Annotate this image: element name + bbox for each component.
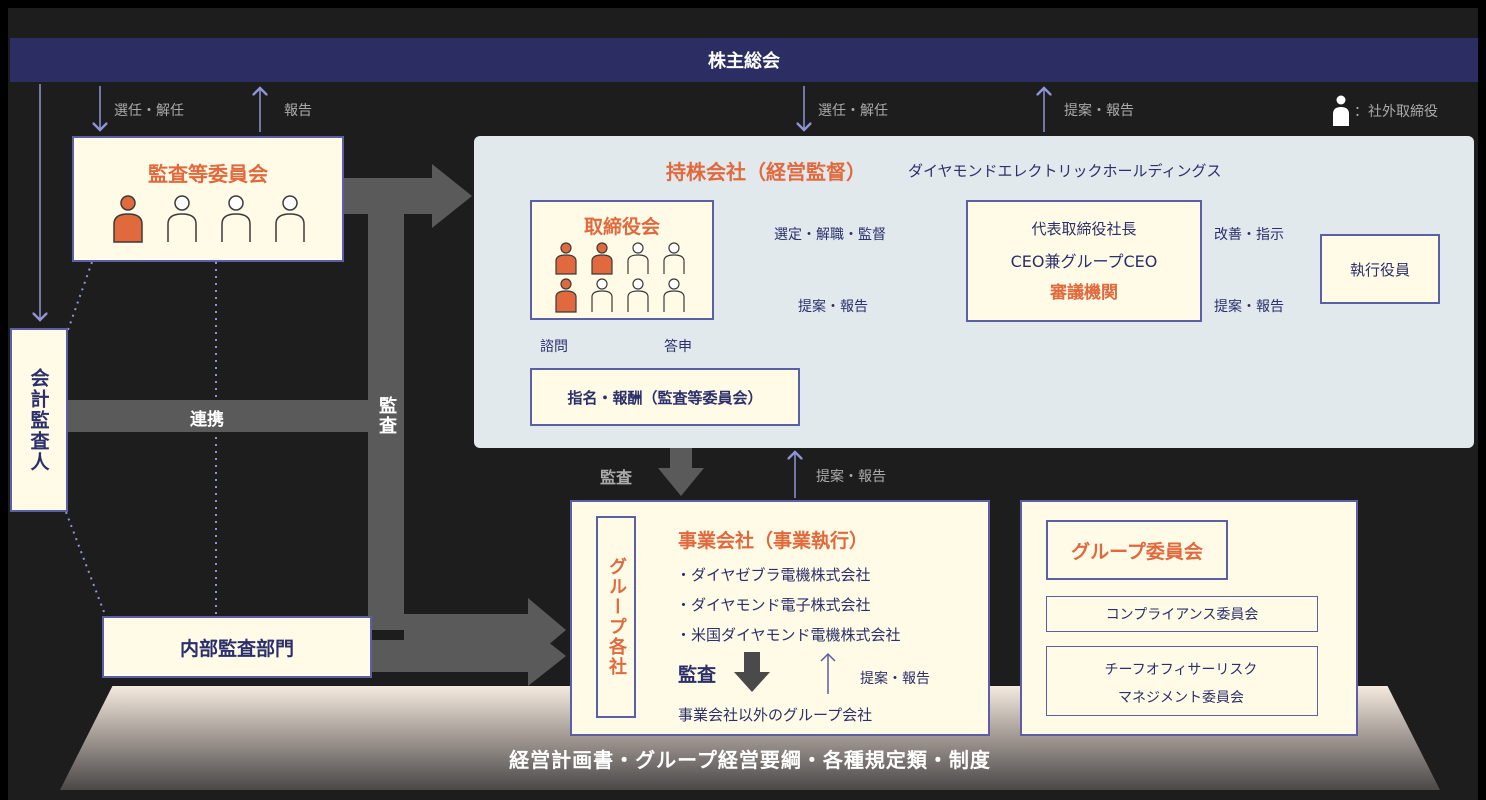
board-to-ceo-label: 選定・解職・監督 xyxy=(774,227,886,243)
proposal-report-top-label: 提案・報告 xyxy=(1064,103,1134,119)
group-company-item: ・米国ダイヤモンド電機株式会社 xyxy=(676,626,901,644)
group-proposal-arrow xyxy=(820,652,836,694)
person-icon xyxy=(627,242,649,274)
shareholders-meeting-bar: 株主総会 xyxy=(10,38,1478,82)
person-icon xyxy=(221,195,251,242)
big-arrow-internal-to-group xyxy=(372,626,566,686)
ceo-line3: 審議機関 xyxy=(1050,283,1118,303)
elect-dismiss-right-label: 選任・解任 xyxy=(818,103,888,119)
group-committee-box: グループ委員会 コンプライアンス委員会 チーフオフィサーリスク マネジメント委員… xyxy=(1020,500,1358,736)
inquiry-label: 諮問 xyxy=(540,339,568,355)
group-audit-arrow xyxy=(734,652,770,692)
ceo-to-board-label: 提案・報告 xyxy=(798,299,868,315)
person-icon-outside xyxy=(113,195,143,243)
holding-company-name: ダイヤモンドエレクトリックホールディングス xyxy=(908,162,1222,180)
person-icon xyxy=(275,195,305,242)
nomination-title: 指名・報酬（監査等委員会） xyxy=(567,388,763,407)
shareholders-meeting-label: 株主総会 xyxy=(708,51,780,72)
compliance-committee-label: コンプライアンス委員会 xyxy=(1105,607,1259,623)
audit-committee-box: 監査等委員会 xyxy=(72,136,344,262)
legend: ：社外取締役 xyxy=(1330,94,1438,128)
audit-vertical-label: 監査 xyxy=(376,396,397,436)
group-title: 事業会社（事業執行） xyxy=(678,530,869,552)
board-box: 取締役会 xyxy=(530,200,714,320)
person-icon-outside xyxy=(555,278,577,313)
nomination-box: 指名・報酬（監査等委員会） xyxy=(530,368,800,426)
ceo-to-exec-label: 改善・指示 xyxy=(1214,227,1284,243)
foundation-label: 経営計画書・グループ経営要綱・各種規定類・制度 xyxy=(509,748,991,772)
audit-committee-members xyxy=(113,195,305,243)
risk-committee-line2: マネジメント委員会 xyxy=(1118,690,1244,706)
group-vertical-label: グループ各社 xyxy=(606,557,627,677)
elect-dismiss-left-label: 選任・解任 xyxy=(114,103,184,119)
group-other-label: 事業会社以外のグループ会社 xyxy=(678,706,873,724)
accounting-auditor-box: 会計監査人 xyxy=(10,328,68,512)
audit-down-arrow xyxy=(658,436,704,496)
report-left-label: 報告 xyxy=(284,103,312,119)
compliance-committee-box: コンプライアンス委員会 xyxy=(1046,596,1318,632)
cooperation-label: 連携 xyxy=(190,410,224,430)
dotted-accountant-to-internal xyxy=(65,511,105,613)
ceo-box: 代表取締役社長 CEO兼グループCEO 審議機関 xyxy=(966,200,1202,322)
audit-vertical-bar xyxy=(368,196,404,630)
executive-box: 執行役員 xyxy=(1320,234,1440,304)
response-label: 答申 xyxy=(664,339,692,355)
group-company-item: ・ダイヤモンド電子株式会社 xyxy=(676,596,871,614)
internal-audit-box: 内部監査部門 xyxy=(102,616,372,678)
audit-lower-label: 監査 xyxy=(600,468,633,487)
big-arrow-to-holding xyxy=(344,164,472,228)
board-title: 取締役会 xyxy=(583,216,660,238)
risk-committee-box: チーフオフィサーリスク マネジメント委員会 xyxy=(1046,646,1318,716)
group-audit-label: 監査 xyxy=(678,664,717,686)
person-icon-outside xyxy=(591,242,613,275)
group-proposal-label: 提案・報告 xyxy=(860,671,930,687)
risk-committee-line1: チーフオフィサーリスク xyxy=(1104,662,1258,678)
group-committee-title-box: グループ委員会 xyxy=(1046,520,1228,580)
group-committee-title: グループ委員会 xyxy=(1071,540,1203,563)
legend-label: ：社外取締役 xyxy=(1354,104,1438,120)
internal-audit-title: 内部監査部門 xyxy=(179,637,294,660)
group-vertical-box: グループ各社 xyxy=(596,516,636,718)
person-icon-outside xyxy=(555,242,577,275)
proposal-report-lower-label: 提案・報告 xyxy=(816,469,886,485)
group-company-item: ・ダイヤゼブラ電機株式会社 xyxy=(676,566,871,584)
cooperation-band xyxy=(68,400,368,432)
dotted-audit-to-accountant xyxy=(67,261,93,331)
person-icon xyxy=(663,278,685,312)
accounting-auditor-title: 会計監査人 xyxy=(27,367,50,473)
executive-title: 執行役員 xyxy=(1349,260,1410,279)
audit-committee-title: 監査等委員会 xyxy=(148,162,268,186)
group-companies-box: グループ各社 事業会社（事業執行） ・ダイヤゼブラ電機株式会社 ・ダイヤモンド電… xyxy=(570,500,990,736)
ceo-line2: CEO兼グループCEO xyxy=(1010,252,1158,271)
outside-director-icon xyxy=(1333,95,1349,126)
board-members xyxy=(555,242,685,313)
person-icon xyxy=(591,278,613,312)
exec-to-ceo-label: 提案・報告 xyxy=(1214,299,1284,315)
holding-title: 持株会社（経営監督） xyxy=(666,160,866,184)
person-icon xyxy=(663,242,685,274)
person-icon xyxy=(627,278,649,312)
ceo-line1: 代表取締役社長 xyxy=(1031,220,1137,238)
person-icon xyxy=(167,195,197,242)
